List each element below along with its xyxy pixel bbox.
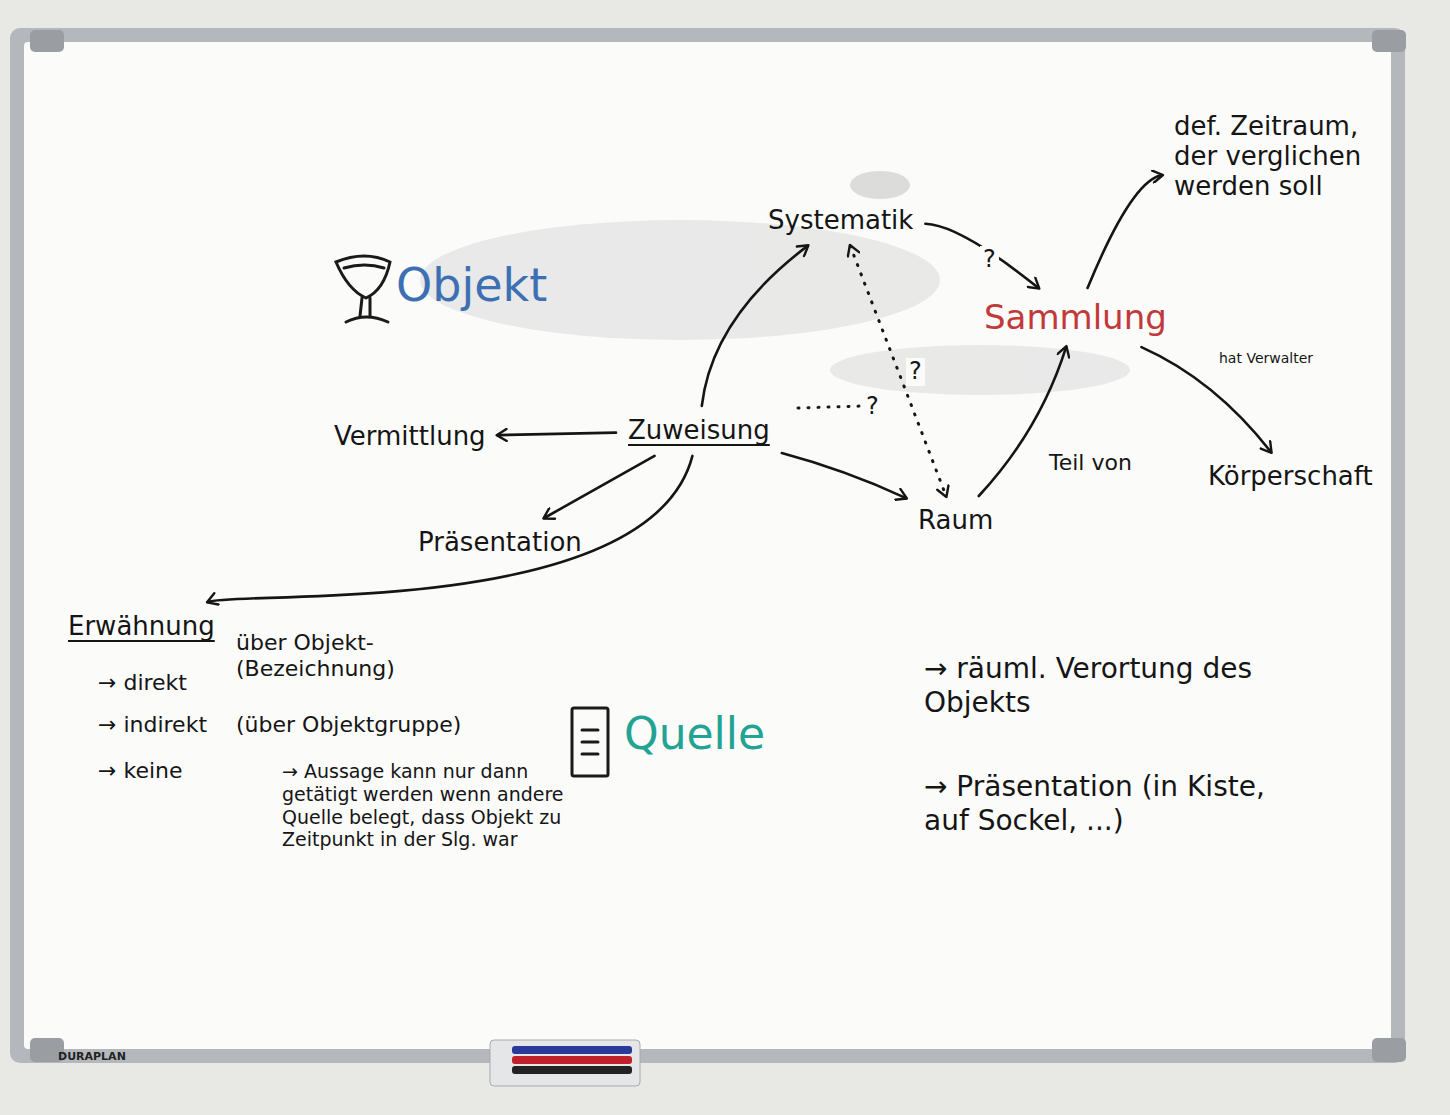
node-text: Erwähnung	[68, 612, 215, 642]
list-note: über Objekt- (Bezeichnung)	[236, 630, 451, 683]
arrow-connector	[702, 246, 808, 406]
edge-label: Teil von	[1046, 450, 1135, 475]
question-mark: ?	[866, 392, 879, 421]
concept-node: Raum	[912, 502, 999, 540]
concept-node: Systematik	[762, 202, 919, 240]
arrow-connector	[544, 456, 654, 518]
arrow-connector	[925, 224, 1038, 288]
central-node: Zuweisung	[622, 412, 776, 450]
edge-label: hat Verwalter	[1216, 350, 1316, 366]
list-note: → Aussage kann nur dann getätigt werden …	[282, 760, 582, 851]
concept-node: Erwähnung	[62, 608, 221, 646]
note-text: → Präsentation (in Kiste, auf Sockel, ..…	[924, 770, 1304, 837]
brand-label: DURAPLAN	[58, 1050, 126, 1063]
node-text: def. Zeitraum, der verglichen werden sol…	[1174, 112, 1377, 202]
dotted-stroke	[798, 406, 862, 408]
board-surface	[24, 42, 1391, 1049]
concept-node: Körperschaft	[1202, 458, 1379, 496]
document-icon	[572, 708, 608, 776]
edge-label: ?	[980, 246, 999, 274]
edge-label: ?	[906, 358, 925, 386]
node-text: Körperschaft	[1208, 462, 1373, 492]
collection-node: Sammlung	[978, 294, 1173, 341]
heading-label: Objekt	[396, 258, 547, 313]
concept-node: Präsentation	[412, 524, 588, 562]
node-text: Raum	[918, 506, 993, 536]
marker-tray	[490, 1040, 640, 1086]
note-node: def. Zeitraum, der verglichen werden sol…	[1168, 108, 1383, 206]
node-text: Systematik	[768, 206, 913, 236]
arrow-connector	[850, 246, 946, 496]
concept-node: Vermittlung	[328, 418, 492, 456]
arrow-connector	[208, 456, 692, 602]
board-frame	[10, 28, 1405, 1063]
arrow-connector	[498, 433, 616, 435]
list-note: (über Objektgruppe)	[236, 712, 461, 738]
node-text: Zuweisung	[628, 416, 770, 446]
arrow-connector	[1088, 175, 1162, 288]
list-item: → keine	[98, 758, 183, 784]
frame-corners	[30, 30, 1406, 1062]
list-item: → indirekt	[98, 712, 207, 738]
node-text: Präsentation	[418, 528, 582, 558]
glass-icon	[336, 256, 390, 322]
heading-label: Quelle	[624, 708, 765, 761]
arrow-connector	[782, 453, 906, 498]
note-text: → räuml. Verortung des Objekts	[924, 652, 1304, 719]
list-item: → direkt	[98, 670, 187, 696]
markers	[512, 1046, 632, 1074]
node-text: Sammlung	[984, 298, 1167, 337]
node-text: Vermittlung	[334, 422, 486, 452]
